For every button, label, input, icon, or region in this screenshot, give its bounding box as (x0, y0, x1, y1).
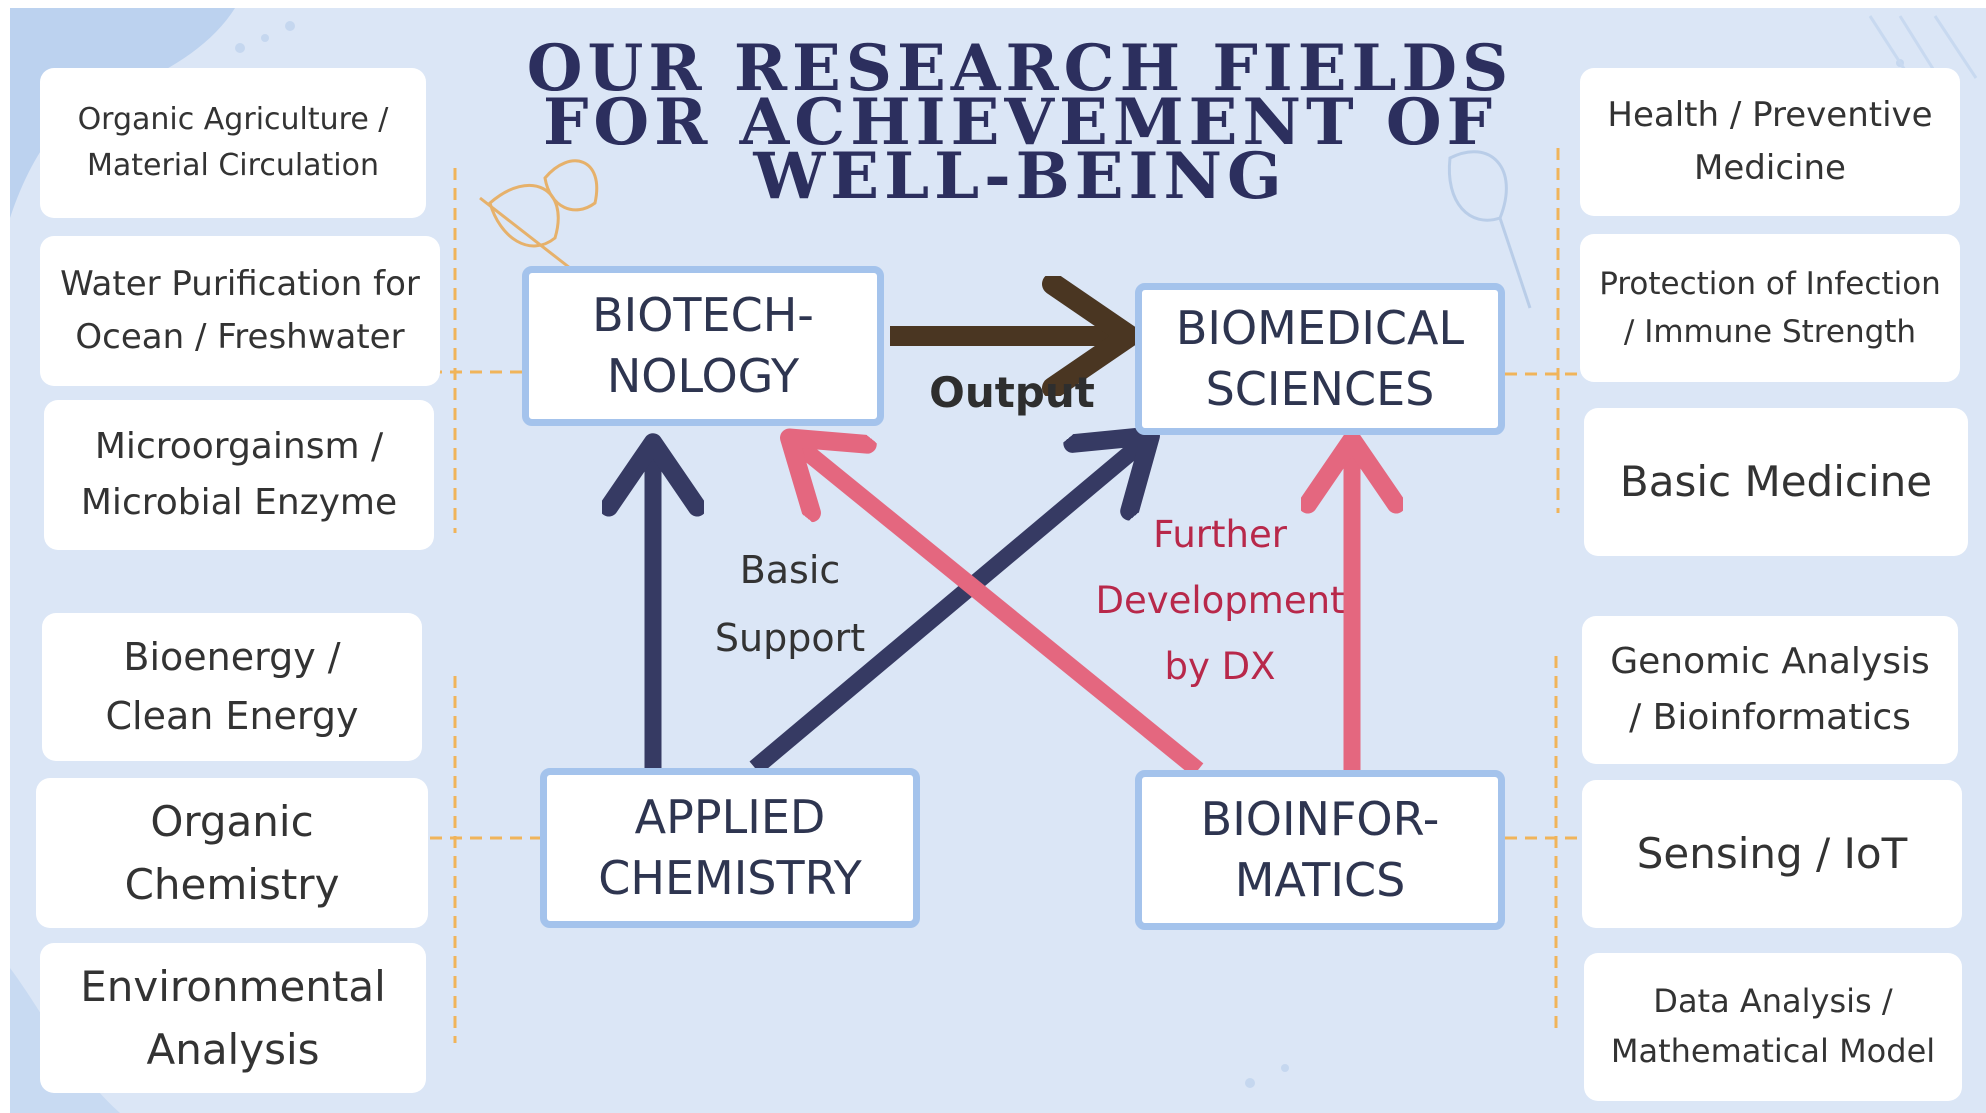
diagram-connections (430, 148, 1578, 1043)
field-genomic-analysis-label: Genomic Analysis / Bioinformatics (1610, 641, 1930, 738)
leaf-sprig-left (479, 159, 599, 270)
label-basic-support: Basic Support (714, 548, 866, 660)
title-line-2: FOR ACHIEVEMENT OF (542, 85, 1498, 160)
field-organic-chemistry: Organic Chemistry (36, 778, 428, 928)
field-sensing-iot: Sensing / IoT (1582, 780, 1962, 928)
node-bioinformatics-label: BIOINFOR- MATICS (1200, 792, 1440, 907)
label-output: Output (929, 368, 1095, 417)
diagram-canvas: OUR RESEARCH FIELDS FOR ACHIEVEMENT OF W… (10, 8, 1986, 1113)
field-basic-medicine: Basic Medicine (1584, 408, 1968, 556)
field-bioenergy-label: Bioenergy / Clean Energy (105, 635, 359, 738)
page-title: OUR RESEARCH FIELDS FOR ACHIEVEMENT OF W… (450, 31, 1590, 214)
arrow-bioinformatics-to-biotech (792, 440, 1204, 777)
title-line-3: WELL-BEING (753, 139, 1287, 214)
leaf-sprig-right (1447, 150, 1532, 309)
label-further-development: Further Development by DX (1095, 513, 1345, 688)
field-infection-protection-label: Protection of Infection / Immune Strengt… (1599, 265, 1941, 350)
field-basic-medicine-label: Basic Medicine (1619, 457, 1933, 507)
field-environmental-analysis-label: Environmental Analysis (80, 962, 386, 1074)
corner-blob-top-left (10, 8, 235, 218)
field-water-purification: Water Purification for Ocean / Freshwate… (40, 236, 440, 386)
corner-blob-bottom-left (10, 968, 120, 1113)
arrow-chemistry-to-biomedical (749, 438, 1148, 775)
node-biotechnology: BIOTECH- NOLOGY (522, 266, 884, 426)
field-data-analysis-label: Data Analysis / Mathematical Model (1610, 982, 1936, 1070)
field-organic-chemistry-label: Organic Chemistry (124, 797, 340, 909)
field-water-purification-label: Water Purification for Ocean / Freshwate… (60, 264, 420, 357)
node-applied-chemistry-label: APPLIED CHEMISTRY (598, 790, 862, 905)
background-decoration (10, 8, 1978, 1113)
field-genomic-analysis: Genomic Analysis / Bioinformatics (1582, 616, 1958, 764)
field-data-analysis: Data Analysis / Mathematical Model (1584, 953, 1962, 1101)
field-health-preventive: Health / Preventive Medicine (1580, 68, 1960, 216)
node-biomedical-sciences: BIOMEDICAL SCIENCES (1135, 283, 1505, 435)
field-sensing-iot-label: Sensing / IoT (1636, 829, 1908, 879)
field-organic-agriculture-label: Organic Agriculture / Material Circulati… (77, 101, 389, 184)
field-microorganism-label: Microorgainsm / Microbial Enzyme (80, 426, 398, 523)
node-applied-chemistry: APPLIED CHEMISTRY (540, 768, 920, 928)
field-microorganism: Microorgainsm / Microbial Enzyme (44, 400, 434, 550)
field-bioenergy: Bioenergy / Clean Energy (42, 613, 422, 761)
title-line-1: OUR RESEARCH FIELDS (526, 31, 1514, 106)
field-infection-protection: Protection of Infection / Immune Strengt… (1580, 234, 1960, 382)
field-environmental-analysis: Environmental Analysis (40, 943, 426, 1093)
node-biotechnology-label: BIOTECH- NOLOGY (592, 288, 814, 403)
field-organic-agriculture: Organic Agriculture / Material Circulati… (40, 68, 426, 218)
node-bioinformatics: BIOINFOR- MATICS (1135, 770, 1505, 930)
field-health-preventive-label: Health / Preventive Medicine (1607, 95, 1933, 188)
node-biomedical-sciences-label: BIOMEDICAL SCIENCES (1175, 301, 1465, 416)
